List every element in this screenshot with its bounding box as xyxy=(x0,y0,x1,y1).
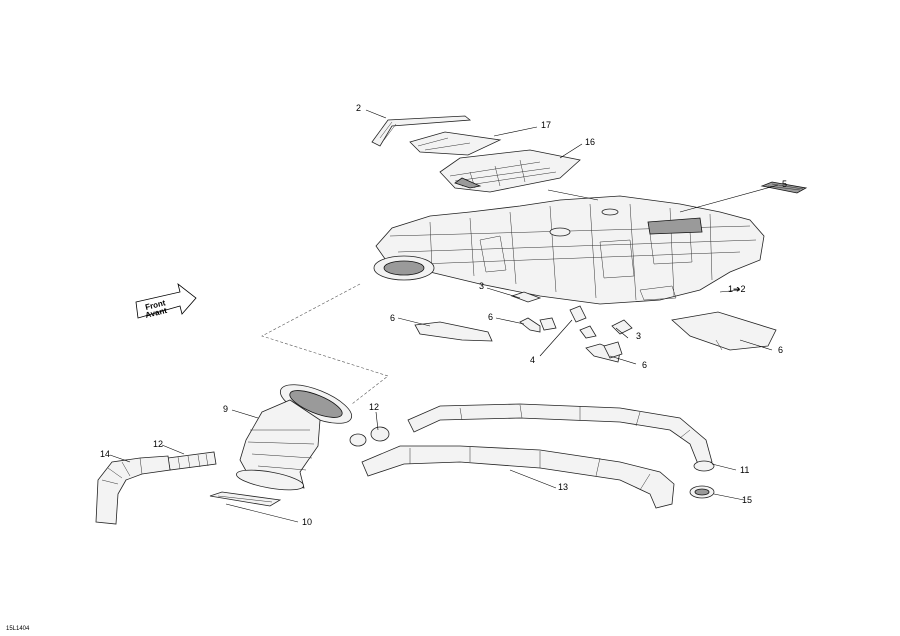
callout-15: 15 xyxy=(742,495,752,505)
part-11-hose xyxy=(407,403,715,472)
callout-11: 11 xyxy=(740,465,749,475)
part-2-strip xyxy=(371,115,472,147)
callout-6-left: 6 xyxy=(390,313,395,323)
part-14-hose xyxy=(95,455,171,525)
callouts: 2 17 16 5 1➔2 3 6 6 4 3 6 6 9 12 12 14 1… xyxy=(100,103,787,527)
callout-12-left: 12 xyxy=(153,439,163,449)
part-5-grille xyxy=(760,181,808,194)
part-6-pad-right xyxy=(671,311,777,351)
callout-14: 14 xyxy=(100,449,110,459)
callout-17: 17 xyxy=(541,120,551,130)
part-9-adaptor xyxy=(236,384,353,491)
part-13-hose xyxy=(361,445,675,509)
callout-6-right: 6 xyxy=(778,345,783,355)
airbox-housing xyxy=(373,195,765,305)
callout-12-right: 12 xyxy=(369,402,379,412)
callout-3-right: 3 xyxy=(636,331,641,341)
leader-lines xyxy=(109,109,779,523)
callout-2: 2 xyxy=(356,103,361,113)
reference-code: 15L1404 xyxy=(6,626,30,632)
callout-4: 4 xyxy=(530,355,535,365)
part-12-clamp-left xyxy=(167,451,217,471)
front-arrow xyxy=(135,282,197,319)
callout-13: 13 xyxy=(558,482,568,492)
callout-6-mid: 6 xyxy=(488,312,493,322)
part-10-label xyxy=(209,491,282,507)
assembly-guide-line xyxy=(261,283,389,405)
part-16-frame xyxy=(439,149,581,193)
callout-10: 10 xyxy=(302,517,312,527)
callout-6-bottom: 6 xyxy=(642,360,647,370)
callout-5: 5 xyxy=(782,179,787,189)
clips-group xyxy=(510,291,633,363)
part-6-pad-left xyxy=(414,321,493,342)
callout-16: 16 xyxy=(585,137,595,147)
callout-3-top: 3 xyxy=(479,281,484,291)
part-17-filter xyxy=(409,131,502,156)
callout-1-to-2: 1➔2 xyxy=(728,284,746,294)
part-12-clamp-right xyxy=(349,426,390,447)
callout-9: 9 xyxy=(223,404,228,414)
part-15-clamp xyxy=(689,485,715,499)
